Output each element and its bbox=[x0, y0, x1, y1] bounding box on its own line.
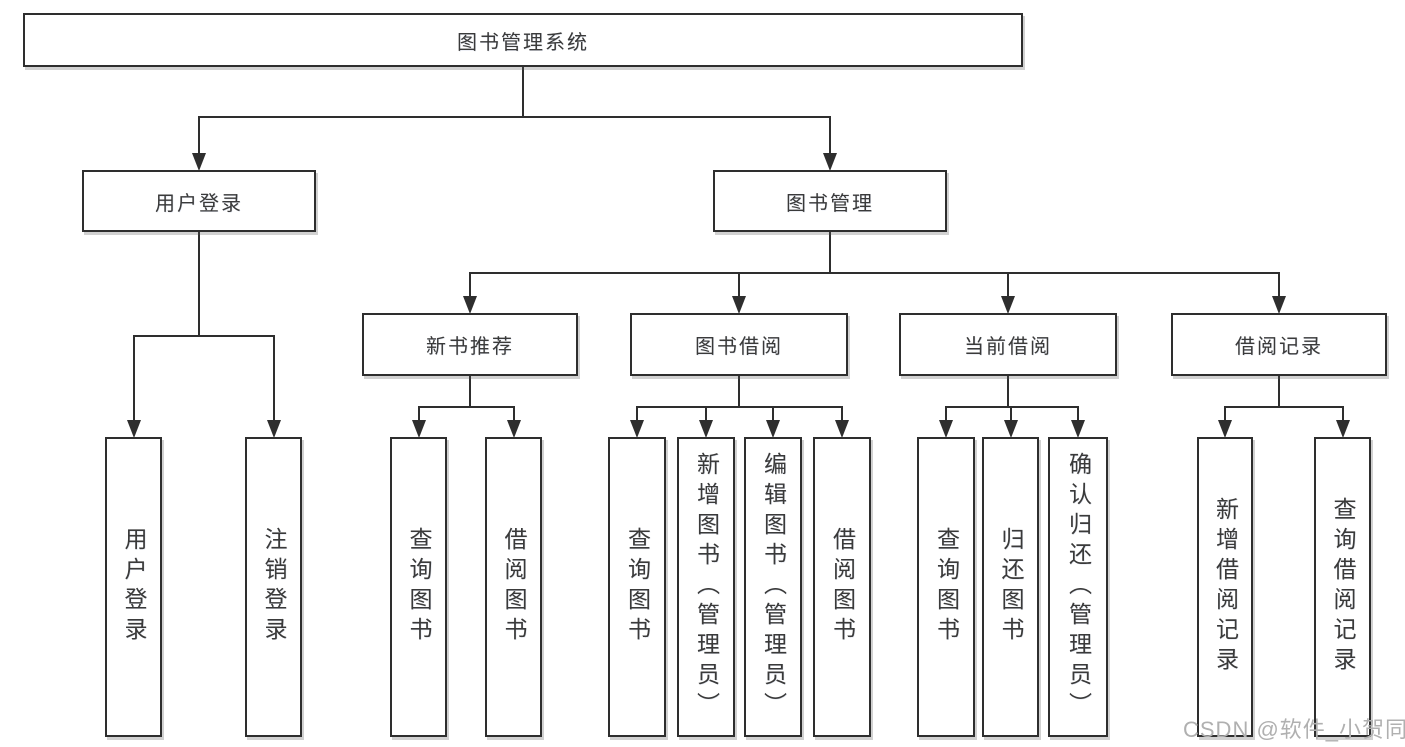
connector-line bbox=[132, 335, 275, 337]
connector-line bbox=[829, 117, 831, 156]
connector-line bbox=[945, 407, 947, 423]
node-label-login: 用户登录 bbox=[155, 192, 243, 215]
connector-line bbox=[1007, 273, 1009, 299]
connector-line bbox=[512, 407, 515, 423]
node-book-mgmt: 图书管理 bbox=[713, 170, 947, 232]
node-label-borrow-leaf-borrow-books: 借阅图书 bbox=[829, 527, 856, 647]
node-current-leaf-query-books: 查询图书 bbox=[917, 437, 975, 737]
node-label-borrow-leaf-edit-books: 编辑图书（管理员） bbox=[760, 452, 787, 722]
node-borrow-leaf-edit-books: 编辑图书（管理员） bbox=[744, 437, 802, 737]
arrow-down-icon bbox=[463, 296, 477, 314]
connector-line bbox=[132, 336, 135, 423]
arrow-down-icon bbox=[732, 296, 746, 314]
node-borrow-leaf-query-books: 查询图书 bbox=[608, 437, 666, 737]
connector-line bbox=[738, 376, 740, 407]
node-current-leaf-confirm-return: 确认归还（管理员） bbox=[1048, 437, 1108, 737]
node-label-current-leaf-return-books: 归还图书 bbox=[998, 527, 1024, 647]
connector-line bbox=[1341, 407, 1344, 423]
node-label-login-leaf-user-login: 用户登录 bbox=[121, 527, 147, 647]
arrow-down-icon bbox=[1071, 420, 1085, 438]
node-label-current-leaf-query-books: 查询图书 bbox=[933, 527, 960, 647]
node-current-borrow: 当前借阅 bbox=[899, 313, 1117, 376]
arrow-down-icon bbox=[835, 420, 849, 438]
connector-line bbox=[469, 376, 471, 407]
node-label-borrow-leaf-query-books: 查询图书 bbox=[624, 527, 651, 647]
arrow-down-icon bbox=[1272, 296, 1286, 314]
node-borrow-leaf-borrow-books: 借阅图书 bbox=[813, 437, 871, 737]
node-label-records-leaf-query-record: 查询借阅记录 bbox=[1330, 497, 1356, 677]
connector-line bbox=[636, 407, 638, 423]
node-label-root: 图书管理系统 bbox=[457, 31, 589, 54]
node-label-current-leaf-confirm-return: 确认归还（管理员） bbox=[1065, 452, 1092, 722]
connector-line bbox=[198, 117, 200, 156]
node-login-leaf-logout: 注销登录 bbox=[245, 437, 302, 737]
arrow-down-icon bbox=[506, 420, 521, 438]
arrow-down-icon bbox=[699, 420, 713, 438]
connector-line bbox=[469, 273, 471, 299]
arrow-down-icon bbox=[823, 153, 837, 171]
connector-line bbox=[1007, 376, 1009, 407]
node-label-newbook-leaf-query-books: 查询图书 bbox=[406, 527, 432, 647]
connector-line bbox=[636, 406, 843, 408]
arrow-down-icon bbox=[1001, 296, 1015, 314]
arrow-down-icon bbox=[126, 420, 141, 438]
node-login: 用户登录 bbox=[82, 170, 316, 232]
node-label-newbook-leaf-borrow-books: 借阅图书 bbox=[501, 527, 527, 647]
node-label-records-leaf-add-record: 新增借阅记录 bbox=[1212, 497, 1239, 677]
node-borrow-records: 借阅记录 bbox=[1171, 313, 1387, 376]
connector-line bbox=[272, 336, 275, 423]
arrow-down-icon bbox=[192, 153, 206, 171]
arrow-down-icon bbox=[411, 420, 426, 438]
node-login-leaf-user-login: 用户登录 bbox=[105, 437, 162, 737]
arrow-down-icon bbox=[630, 420, 644, 438]
node-label-login-leaf-logout: 注销登录 bbox=[261, 527, 287, 647]
connector-line bbox=[738, 273, 740, 299]
node-current-leaf-return-books: 归还图书 bbox=[982, 437, 1039, 737]
node-newbook-leaf-query-books: 查询图书 bbox=[390, 437, 447, 737]
connector-line bbox=[417, 406, 515, 408]
connector-line bbox=[1224, 407, 1226, 423]
node-records-leaf-query-record: 查询借阅记录 bbox=[1314, 437, 1371, 737]
arrow-down-icon bbox=[1335, 420, 1350, 438]
watermark-text: CSDN @软件_小贺同学 bbox=[1183, 717, 1405, 742]
node-borrow-leaf-add-books: 新增图书（管理员） bbox=[677, 437, 735, 737]
connector-line bbox=[417, 407, 420, 423]
connector-line bbox=[1077, 407, 1079, 423]
node-label-borrow-records: 借阅记录 bbox=[1235, 336, 1323, 358]
arrow-down-icon bbox=[1003, 420, 1018, 438]
node-new-book-rec: 新书推荐 bbox=[362, 313, 578, 376]
connector-line bbox=[1224, 406, 1344, 408]
connector-line bbox=[469, 272, 1280, 274]
connector-line bbox=[1278, 273, 1280, 299]
connector-line bbox=[1009, 407, 1012, 423]
connector-line bbox=[945, 406, 1079, 408]
connector-line bbox=[772, 407, 774, 423]
arrow-down-icon bbox=[939, 420, 953, 438]
node-label-book-mgmt: 图书管理 bbox=[786, 192, 874, 215]
connector-line bbox=[1278, 376, 1280, 407]
node-book-borrow: 图书借阅 bbox=[630, 313, 848, 376]
arrow-down-icon bbox=[1218, 420, 1232, 438]
connector-line bbox=[198, 116, 831, 118]
node-label-borrow-leaf-add-books: 新增图书（管理员） bbox=[693, 452, 720, 722]
connector-line bbox=[522, 67, 524, 117]
connector-line bbox=[705, 407, 707, 423]
node-newbook-leaf-borrow-books: 借阅图书 bbox=[485, 437, 542, 737]
node-label-book-borrow: 图书借阅 bbox=[695, 336, 783, 358]
node-label-new-book-rec: 新书推荐 bbox=[426, 336, 514, 358]
node-root: 图书管理系统 bbox=[23, 13, 1023, 67]
arrow-down-icon bbox=[766, 420, 780, 438]
node-records-leaf-add-record: 新增借阅记录 bbox=[1197, 437, 1253, 737]
node-label-current-borrow: 当前借阅 bbox=[964, 336, 1052, 358]
connector-line bbox=[841, 407, 843, 423]
connector-line bbox=[829, 232, 831, 273]
connector-line bbox=[198, 232, 200, 336]
arrow-down-icon bbox=[266, 420, 281, 438]
